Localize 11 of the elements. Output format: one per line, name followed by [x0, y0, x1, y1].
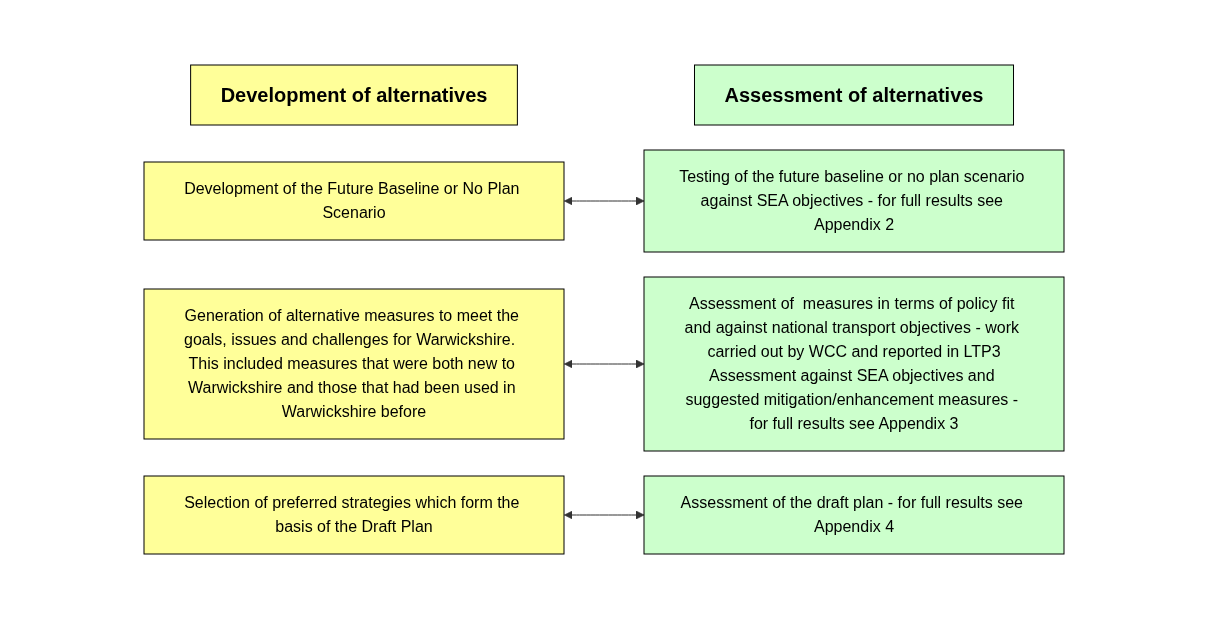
node-box: Assessment of alternatives [693, 64, 1014, 125]
node-box: Assessment of measures in terms of policy fit and against national transport objectives - work carried out by WCC and reported in LTP3 Assessment against SEA objectives and suggested mitigation/enhancement measures - for full results see Appendix 3 [643, 276, 1064, 451]
node-box: Testing of the future baseline or no plan scenario against SEA objectives - for full results see Appendix 2 [643, 149, 1064, 252]
node-box: Assessment of the draft plan - for full results see Appendix 4 [643, 475, 1064, 554]
node-box: Generation of alternative measures to meet the goals, issues and challenges for Warwickshire. This included measures that were both new to Warwickshire and those that had been used in Warwickshire before [143, 288, 564, 439]
arrow [563, 510, 644, 519]
arrow [563, 359, 644, 368]
node-box: Selection of preferred strategies which form the basis of the Draft Plan [143, 475, 564, 554]
arrow [563, 196, 644, 205]
node-box: Development of alternatives [189, 64, 518, 125]
node-box: Development of the Future Baseline or No Plan Scenario [143, 161, 564, 240]
